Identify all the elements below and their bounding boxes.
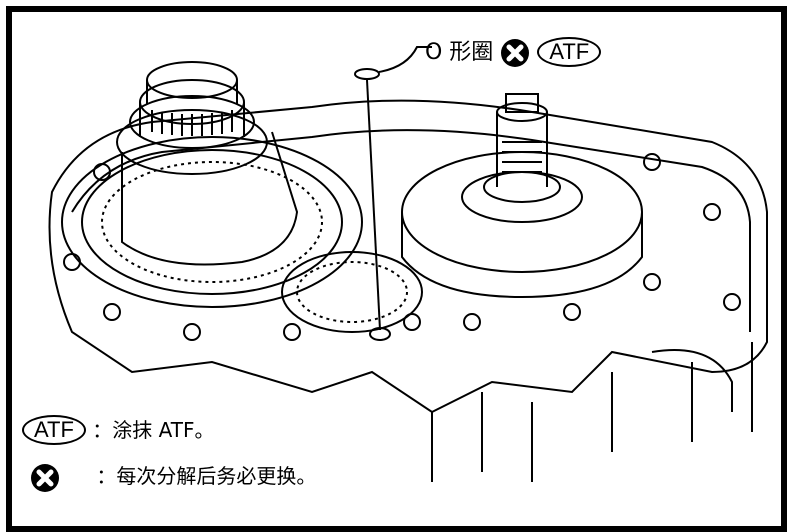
legend-item-replace: ：每次分解后务必更换。 xyxy=(30,460,316,493)
diagram-frame: O 形圈 ATF ATF ：涂抹 ATF。 ：每次分解后务必更换。 xyxy=(6,6,787,532)
replace-description: ：每次分解后务必更换。 xyxy=(96,464,317,488)
transmission-illustration xyxy=(48,46,768,482)
atf-symbol: ATF xyxy=(22,415,86,445)
legend-item-atf: ATF ：涂抹 ATF。 xyxy=(22,414,215,445)
replace-x-icon xyxy=(501,39,530,67)
atf-tag: ATF xyxy=(537,37,602,67)
replace-x-icon xyxy=(31,463,59,492)
atf-description: ：涂抹 ATF。 xyxy=(92,418,215,442)
o-ring-callout: O 形圈 ATF xyxy=(425,34,602,68)
o-ring-label: O 形圈 xyxy=(425,40,494,65)
